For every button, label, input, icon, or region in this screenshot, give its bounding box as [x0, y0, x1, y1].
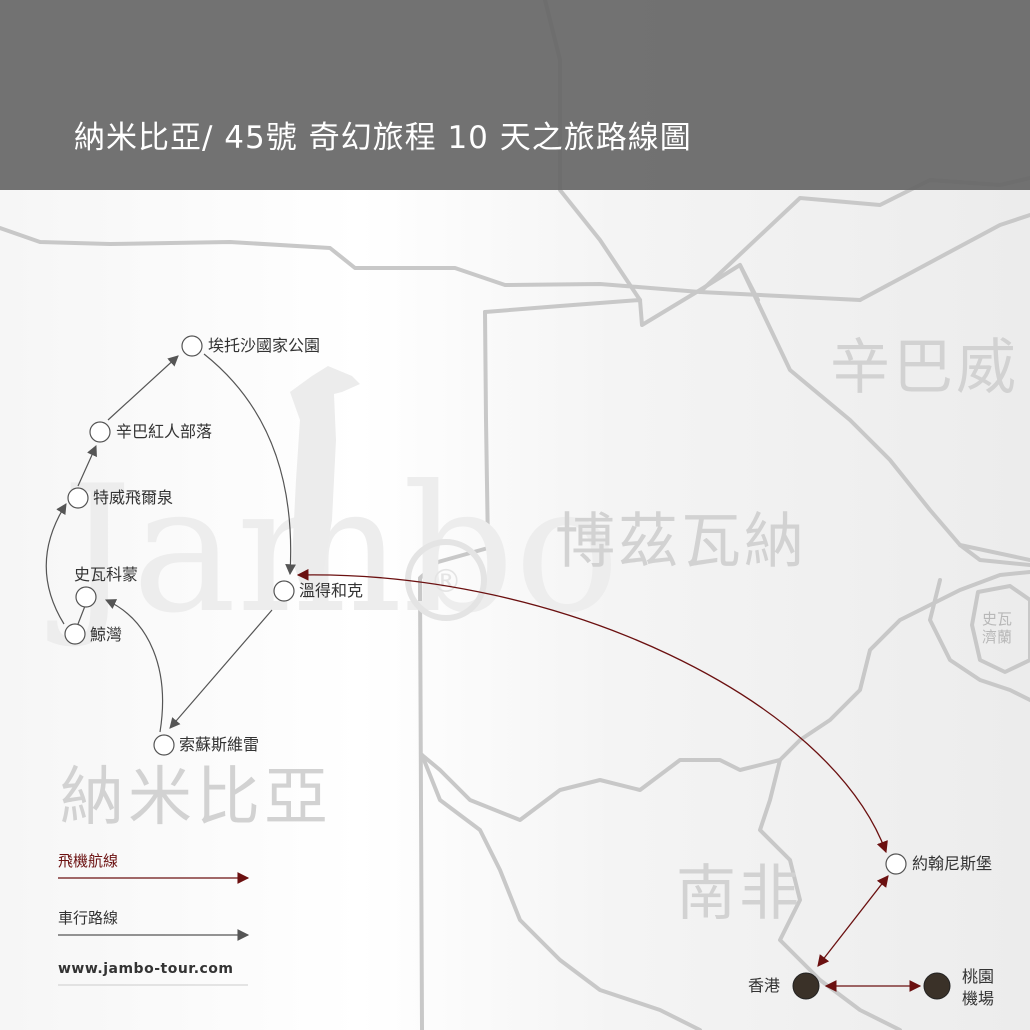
route-swakopmund-walvis-link	[77, 605, 86, 625]
country-zimbabwe: 辛巴威	[830, 333, 1019, 403]
border-zimbabwe-east	[858, 213, 1030, 302]
border-mozambique	[928, 578, 1030, 702]
label-walvis-bay: 鯨灣	[90, 625, 123, 644]
country-swaziland-line1: 史瓦	[982, 610, 1013, 628]
country-swaziland-line2: 濟蘭	[982, 628, 1013, 646]
airport-nodes	[792, 972, 951, 1000]
country-south-africa: 南非	[676, 859, 802, 929]
label-etosha: 埃托沙國家公園	[208, 336, 321, 355]
route-windhoek-to-sossusvlei	[169, 609, 273, 729]
border-zimbabwe-east2	[958, 543, 1030, 567]
flight-johannesburg-hongkong	[817, 875, 889, 967]
legend-drive-label: 車行路線	[58, 909, 119, 927]
label-johannesburg: 約翰尼斯堡	[912, 854, 993, 873]
node-taoyuan	[923, 972, 951, 1000]
drive-routes	[45, 353, 296, 733]
legend-lines	[58, 872, 250, 986]
label-hong-kong: 香港	[748, 976, 781, 995]
node-himba	[89, 421, 111, 443]
label-taoyuan-line2: 機場	[962, 989, 995, 1008]
label-swakopmund: 史瓦科蒙	[74, 565, 139, 584]
node-johannesburg	[885, 853, 907, 875]
border-namibia-north	[0, 226, 862, 302]
label-windhoek: 溫得和克	[299, 581, 364, 600]
legend-flight-label: 飛機航線	[58, 852, 119, 870]
country-namibia: 納米比亞	[60, 761, 332, 835]
node-windhoek	[273, 580, 295, 602]
website-url: www.jambo-tour.com	[58, 961, 234, 977]
label-taoyuan-line1: 桃園	[962, 967, 995, 986]
node-walvis-bay	[64, 623, 86, 645]
country-swaziland: 史瓦 濟蘭	[982, 610, 1012, 646]
giraffe-silhouette	[290, 366, 360, 600]
label-himba: 辛巴紅人部落	[116, 422, 213, 441]
label-twyfelfontein: 特威飛爾泉	[93, 488, 174, 507]
flight-windhoek-johannesburg	[296, 568, 888, 854]
watermark-registered-mark: ®	[430, 562, 462, 600]
border-swaziland	[970, 584, 1030, 674]
route-etosha-to-windhoek	[203, 353, 296, 576]
page-title: 納米比亞/ 45號 奇幻旅程 10 天之旅路線圖	[74, 120, 692, 156]
route-walvis-to-twyfelfontein	[45, 503, 67, 625]
route-sossusvlei-to-swakopmund	[105, 599, 164, 733]
flight-routes	[296, 568, 922, 992]
node-twyfelfontein	[67, 487, 89, 509]
label-sossusvlei: 索蘇斯維雷	[179, 735, 260, 754]
stop-nodes	[64, 335, 907, 875]
node-etosha	[181, 335, 203, 357]
node-sossusvlei	[153, 734, 175, 756]
node-swakopmund	[75, 586, 97, 608]
header-band: 納米比亞/ 45號 奇幻旅程 10 天之旅路線圖	[0, 0, 1030, 190]
node-hong-kong	[792, 972, 820, 1000]
route-himba-to-etosha	[107, 355, 179, 421]
label-taoyuan: 桃園 機場	[962, 966, 994, 1010]
route-twyfelfontein-to-himba	[77, 445, 97, 487]
country-botswana: 博茲瓦納	[555, 507, 807, 577]
